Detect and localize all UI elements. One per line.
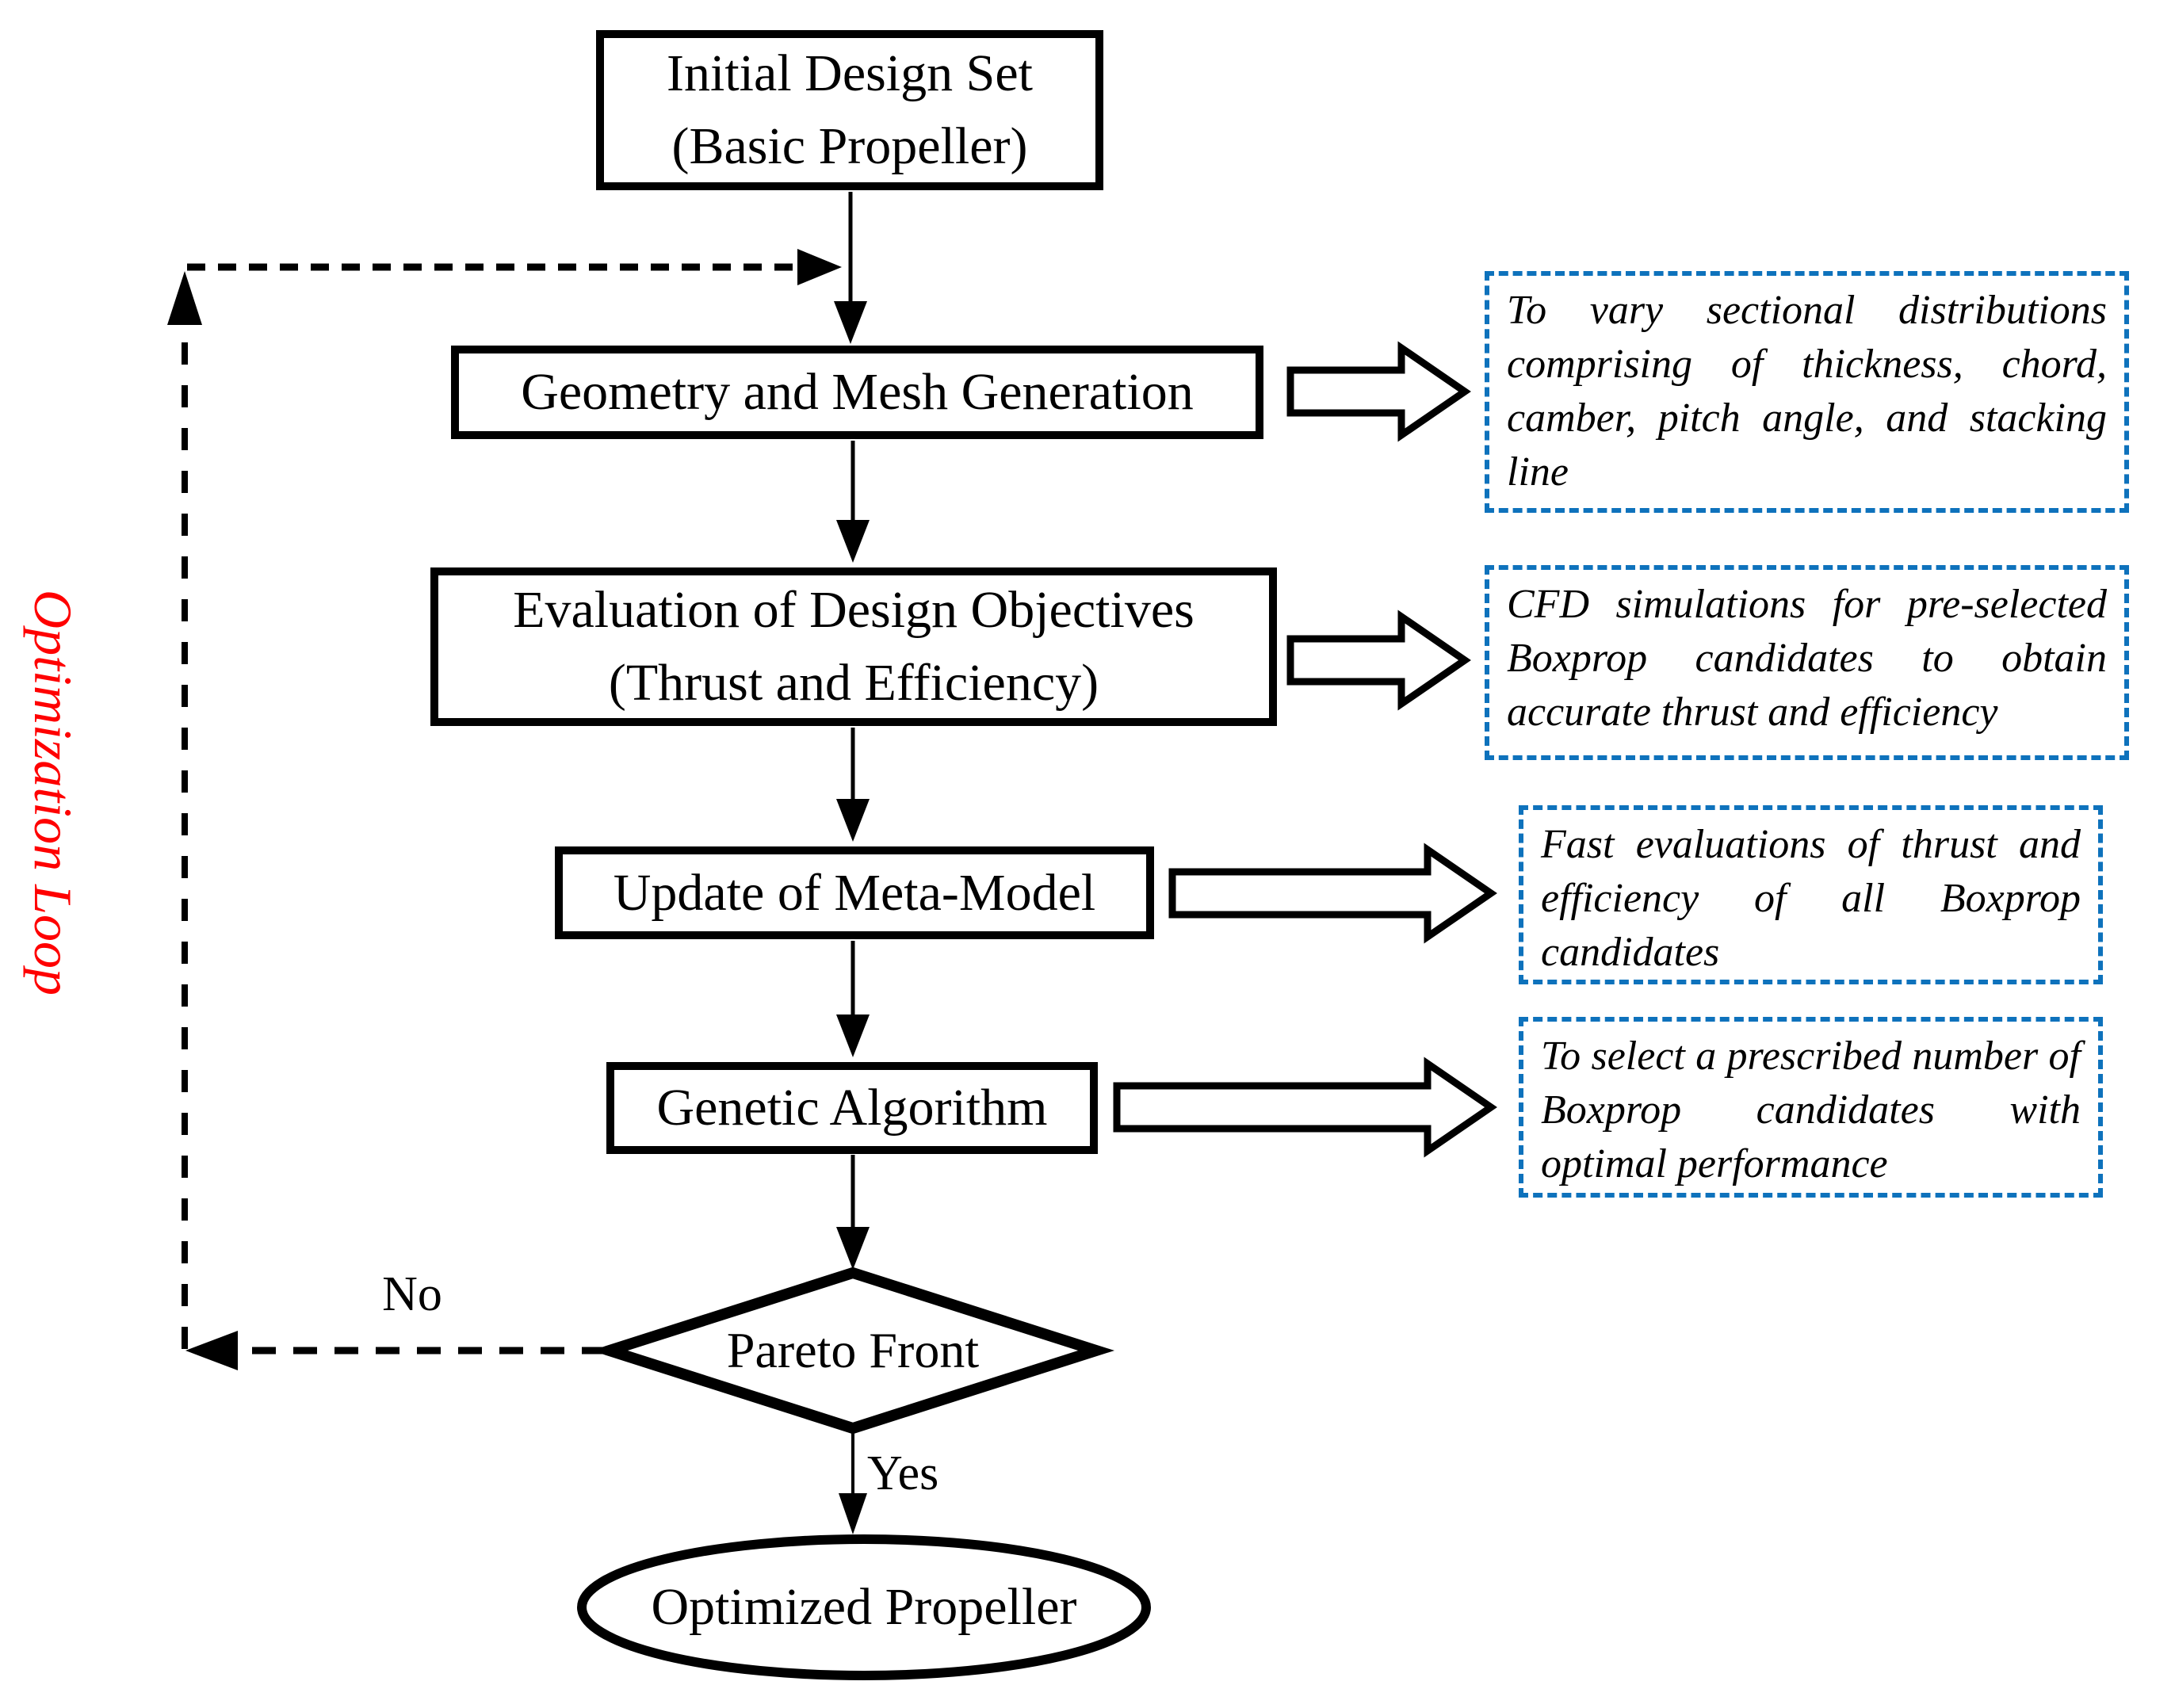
node-initial-line1: Initial Design Set [667, 44, 1033, 102]
end-ellipse-shape [577, 1534, 1151, 1680]
node-update-meta-model: Update of Meta-Model [555, 846, 1154, 939]
end-ellipse-label: Optimized Propeller [651, 1578, 1077, 1636]
node-update-label: Update of Meta-Model [613, 863, 1096, 922]
block-arrow-update-note [1168, 843, 1497, 944]
decision-diamond-shape [591, 1267, 1115, 1435]
block-arrow-geometry-note [1286, 341, 1471, 442]
node-geometry-mesh-generation: Geometry and Mesh Generation [451, 346, 1263, 439]
optimization-loop-label: Optimization Loop [23, 590, 84, 995]
arrow-genetic-to-decision [836, 1155, 870, 1270]
decision-diamond-label: Pareto Front [726, 1322, 980, 1378]
arrow-geometry-to-evaluation [836, 441, 870, 563]
arrow-update-to-genetic [836, 941, 870, 1057]
node-initial-design-set: Initial Design Set (Basic Propeller) [596, 30, 1103, 190]
note-geometry: To vary sectional distributions comprisi… [1485, 271, 2129, 513]
branch-label-no: No [382, 1267, 442, 1321]
note-update: Fast evaluations of thrust and efficienc… [1519, 805, 2103, 984]
feedback-dashed-top [187, 249, 842, 285]
node-evaluation-line2: (Thrust and Efficiency) [608, 654, 1099, 712]
feedback-dashed-bottom [185, 1331, 606, 1370]
feedback-dashed-vertical [167, 271, 202, 1349]
node-initial-line2: (Basic Propeller) [671, 117, 1028, 175]
block-arrow-genetic-note [1113, 1057, 1497, 1158]
note-genetic: To select a prescribed number of Boxprop… [1519, 1017, 2103, 1198]
block-arrow-evaluation-note [1286, 609, 1471, 711]
node-genetic-label: Genetic Algorithm [656, 1079, 1048, 1137]
arrow-initial-to-geometry [834, 192, 867, 344]
node-genetic-algorithm: Genetic Algorithm [606, 1062, 1098, 1154]
node-evaluation-line1: Evaluation of Design Objectives [513, 581, 1195, 639]
arrow-evaluation-to-update [836, 728, 870, 842]
arrow-decision-to-end-yes [839, 1429, 867, 1534]
node-evaluation-objectives: Evaluation of Design Objectives (Thrust … [430, 567, 1277, 726]
note-evaluation: CFD simulations for pre-selected Boxprop… [1485, 565, 2129, 760]
branch-label-yes: Yes [867, 1446, 939, 1500]
node-geometry-label: Geometry and Mesh Generation [521, 363, 1194, 421]
